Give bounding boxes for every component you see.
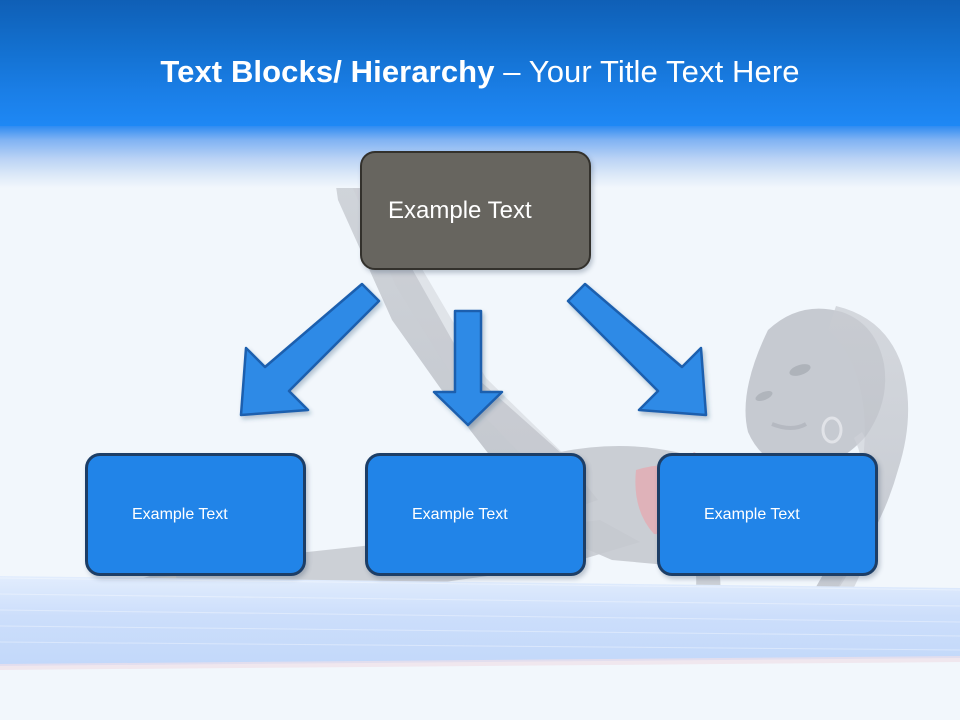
hierarchy-child-label-3: Example Text — [704, 505, 800, 523]
hierarchy-child-label-1: Example Text — [132, 505, 228, 523]
hierarchy-parent-box[interactable]: Example Text — [360, 151, 591, 270]
hierarchy-parent-label: Example Text — [388, 196, 532, 224]
hierarchy-child-box-1[interactable]: Example Text — [85, 453, 306, 576]
page-title: Text Blocks/ Hierarchy – Your Title Text… — [0, 52, 960, 92]
hierarchy-child-box-2[interactable]: Example Text — [365, 453, 586, 576]
yoga-mat — [0, 566, 960, 676]
hierarchy-child-box-3[interactable]: Example Text — [657, 453, 878, 576]
page-title-bold: Text Blocks/ Hierarchy — [160, 54, 504, 89]
title-banner — [0, 0, 960, 126]
page-title-light: – Your Title Text Here — [503, 54, 800, 89]
hierarchy-child-label-2: Example Text — [412, 505, 508, 523]
